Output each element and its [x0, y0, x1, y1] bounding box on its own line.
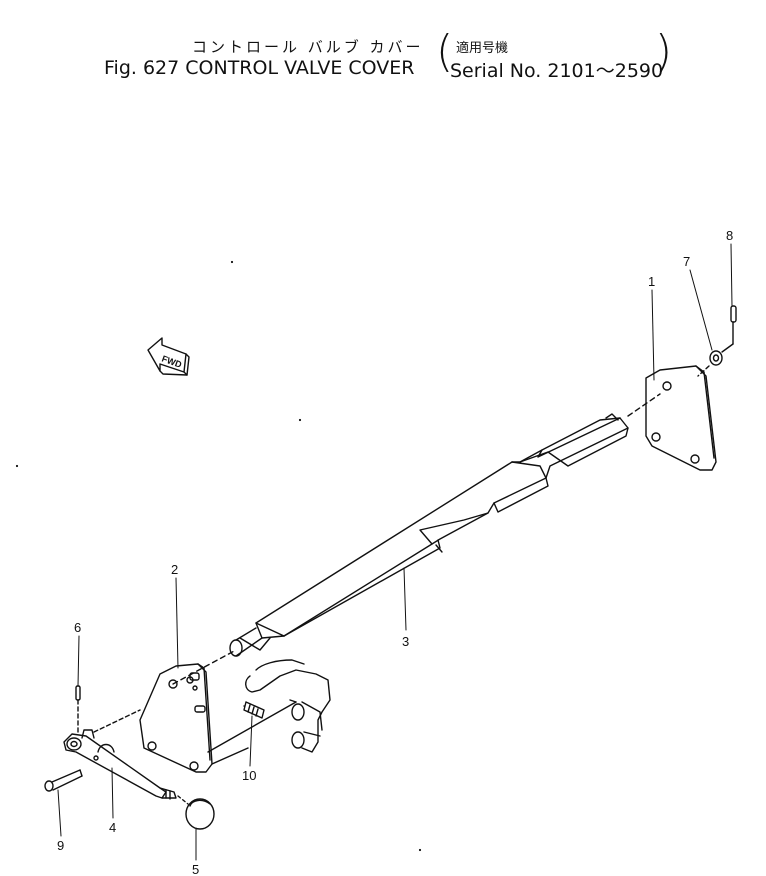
part-2-bracket	[139, 649, 237, 773]
part-1-end-plate	[627, 365, 717, 471]
callout-10: 10	[242, 768, 256, 783]
callout-4: 4	[109, 820, 116, 835]
open-paren: (	[436, 26, 454, 77]
part-8-pin	[721, 305, 737, 353]
part-3-cover-bar	[229, 413, 629, 657]
callout-9: 9	[57, 838, 64, 853]
callout-6: 6	[74, 620, 81, 635]
callout-2: 2	[171, 562, 178, 577]
callout-5: 5	[192, 862, 199, 876]
valve-housing	[207, 659, 331, 765]
part-10-bolt	[243, 701, 265, 719]
serial-label-jp: 適用号機	[456, 41, 509, 56]
scan-specks	[15, 260, 422, 852]
close-paren: )	[654, 26, 672, 77]
fwd-arrow-icon	[147, 337, 190, 376]
serial-range: ( 適用号機 Serial No. 2101～2590 )	[436, 30, 672, 83]
callout-3: 3	[402, 634, 409, 649]
serial-label-en: Serial No. 2101～2590	[450, 60, 664, 82]
part-5-knob	[177, 795, 215, 830]
leader-lines	[57, 243, 733, 861]
figure-header: コントロール バルブ カバー Fig. 627 CONTROL VALVE CO…	[0, 0, 766, 90]
part-7-washer	[697, 350, 723, 377]
part-6-pin	[75, 685, 81, 733]
part-4-lever	[63, 709, 177, 800]
callout-7: 7	[683, 254, 690, 269]
callout-8: 8	[726, 228, 733, 243]
figure-title-jp: コントロール バルブ カバー	[192, 38, 424, 56]
part-9-bolt	[44, 769, 83, 792]
callout-1: 1	[648, 274, 655, 289]
figure-title-en: Fig. 627 CONTROL VALVE COVER	[104, 57, 415, 79]
